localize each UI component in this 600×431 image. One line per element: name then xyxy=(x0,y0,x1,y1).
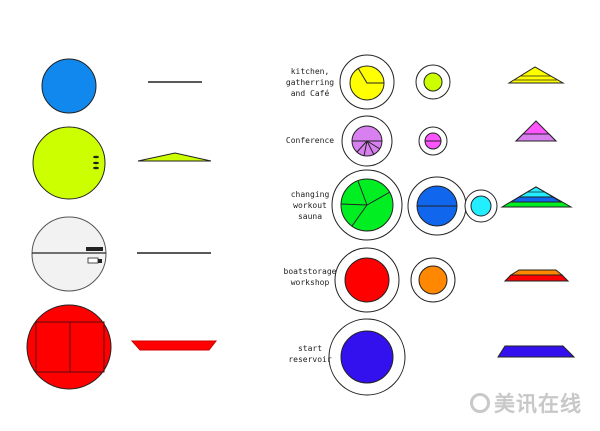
changing-main-circle xyxy=(331,169,403,241)
watermark-text: 美讯在线 xyxy=(494,392,582,416)
conference-small-circle xyxy=(418,126,448,156)
left-grey-circle xyxy=(31,216,107,292)
label-line: workshop xyxy=(290,278,330,287)
left-lime-section xyxy=(137,152,212,162)
start-main-circle xyxy=(328,318,406,396)
label-line: boatstorage xyxy=(283,267,337,276)
left-red-section xyxy=(130,340,218,351)
boatstorage-small-circle xyxy=(410,257,456,303)
watermark-logo-icon xyxy=(470,393,490,413)
changing-small-circle xyxy=(464,189,498,223)
boatstorage-section xyxy=(503,269,570,282)
left-lime-circle xyxy=(32,126,106,200)
bus-icon xyxy=(86,247,103,251)
car-icons xyxy=(93,155,99,170)
conference-main-circle xyxy=(341,115,393,167)
label-line: Conference xyxy=(285,136,335,145)
label-line: reservoir xyxy=(288,355,332,364)
changing-section xyxy=(500,186,573,208)
watermark: 美讯在线 xyxy=(470,388,582,418)
label-line: gatherring xyxy=(285,78,335,87)
label-line: start xyxy=(297,344,323,353)
start-section xyxy=(497,345,576,358)
label-line: workout xyxy=(293,201,327,210)
kitchen-section xyxy=(507,66,565,84)
label-boatstorage: boatstorage workshop xyxy=(265,266,355,288)
conference-section xyxy=(514,120,558,142)
label-kitchen: kitchen, gatherring and Café xyxy=(265,66,355,99)
label-start: start reservoir xyxy=(265,343,355,365)
label-changing: changing workout sauna xyxy=(265,189,355,222)
label-line: sauna xyxy=(297,212,323,221)
truck-icon xyxy=(87,257,102,264)
changing-medium-circle xyxy=(407,176,467,236)
label-line: changing xyxy=(290,190,330,199)
kitchen-small-circle xyxy=(415,64,451,100)
left-blue-circle xyxy=(41,58,97,114)
label-line: kitchen, xyxy=(290,67,330,76)
label-line: and Café xyxy=(290,89,330,98)
boatstorage-main-circle xyxy=(334,247,400,313)
left-red-circle xyxy=(26,304,112,390)
kitchen-main-circle xyxy=(339,54,395,110)
label-conference: Conference xyxy=(265,135,355,146)
